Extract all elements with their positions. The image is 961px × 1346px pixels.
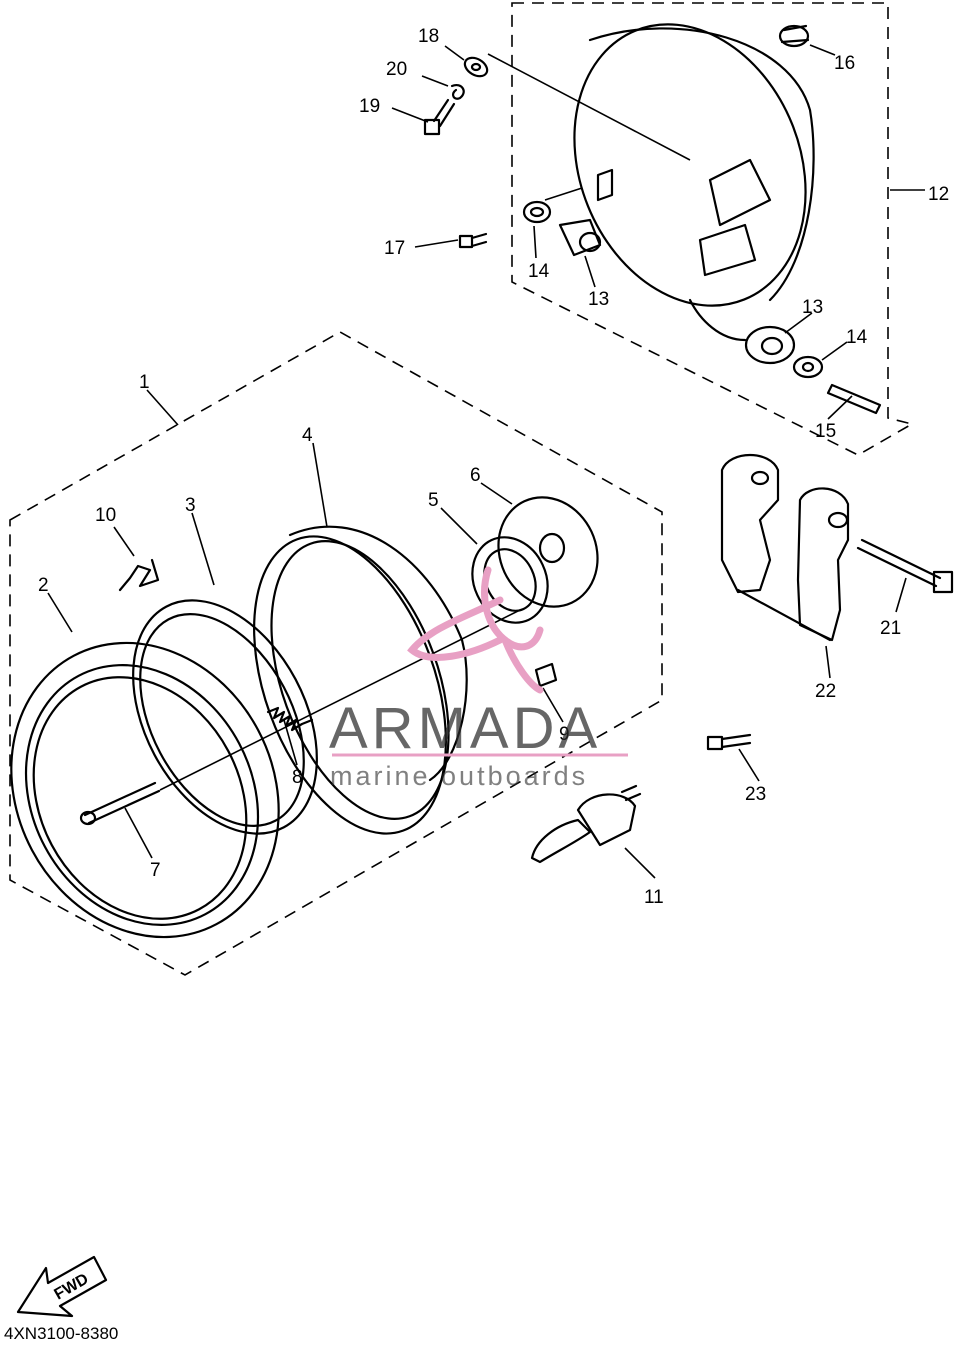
part-label: 20 xyxy=(386,59,407,80)
part-label: 14 xyxy=(528,261,550,282)
drawing-code: 4XN3100-8380 xyxy=(4,1324,118,1341)
watermark-logo-icon xyxy=(407,566,544,694)
part-label: 12 xyxy=(928,184,949,205)
spring-8-part xyxy=(266,706,314,732)
bolt-23-part xyxy=(706,733,752,751)
cover-6-part xyxy=(497,496,599,608)
part-label: 21 xyxy=(880,618,901,639)
part-label: 14 xyxy=(846,327,868,348)
bolt-17-part xyxy=(458,232,488,249)
part-label: 9 xyxy=(559,724,570,745)
watermark-brand: ARMADA xyxy=(329,696,601,761)
part-label: 23 xyxy=(745,784,766,805)
group-box-headlight-assembly xyxy=(9,331,663,976)
part-label: 19 xyxy=(359,96,380,117)
clip-10-part xyxy=(118,558,160,592)
part-label: 2 xyxy=(38,575,49,596)
grommet-16-part xyxy=(778,24,810,48)
part-label: 11 xyxy=(644,887,664,908)
adjust-axis-line xyxy=(159,609,521,791)
washer-18-part xyxy=(463,56,489,78)
fwd-arrow-icon: FWD xyxy=(16,1255,108,1318)
part-label: 22 xyxy=(815,681,836,702)
bolt-19-part xyxy=(423,98,456,136)
collar-14-upper-part xyxy=(522,200,552,224)
socket-5-part xyxy=(471,536,549,624)
headlight-case-part xyxy=(573,23,815,342)
collar-14-lower-part xyxy=(792,355,824,379)
part-label: 6 xyxy=(470,465,481,486)
headlight-stay-22-part xyxy=(720,453,850,642)
part-label: 13 xyxy=(588,289,609,310)
watermark: ARMADA marine outboards xyxy=(329,566,628,791)
rim-2-part xyxy=(10,641,280,939)
part-label: 18 xyxy=(418,26,439,47)
watermark-tagline: marine outboards xyxy=(330,761,588,791)
bolt-21-part xyxy=(856,538,954,594)
bulb-11-part xyxy=(530,784,642,864)
pin-15-part xyxy=(826,383,882,415)
damper-13-upper-part xyxy=(558,218,602,257)
part-label: 4 xyxy=(302,425,313,446)
part-label: 3 xyxy=(185,495,196,516)
part-label: 10 xyxy=(95,505,116,526)
part-label: 5 xyxy=(428,490,439,511)
part-labels: 1 2 3 4 5 6 7 8 9 10 11 12 13 13 14 14 1… xyxy=(38,26,949,908)
part-label: 15 xyxy=(815,421,836,442)
group-box-headlight-case xyxy=(511,2,915,456)
part-label: 17 xyxy=(384,238,405,259)
washer-20-part xyxy=(450,84,465,100)
part-label: 8 xyxy=(292,767,303,788)
connector-9-part xyxy=(534,662,558,688)
leader-lines xyxy=(47,44,925,879)
part-label: 7 xyxy=(150,860,161,881)
rim-3-part xyxy=(132,599,318,835)
part-label: 16 xyxy=(834,53,855,74)
damper-13-lower-part xyxy=(744,325,796,365)
screw-7-part xyxy=(79,781,161,826)
part-label: 1 xyxy=(139,372,150,393)
part-label: 13 xyxy=(802,297,823,318)
